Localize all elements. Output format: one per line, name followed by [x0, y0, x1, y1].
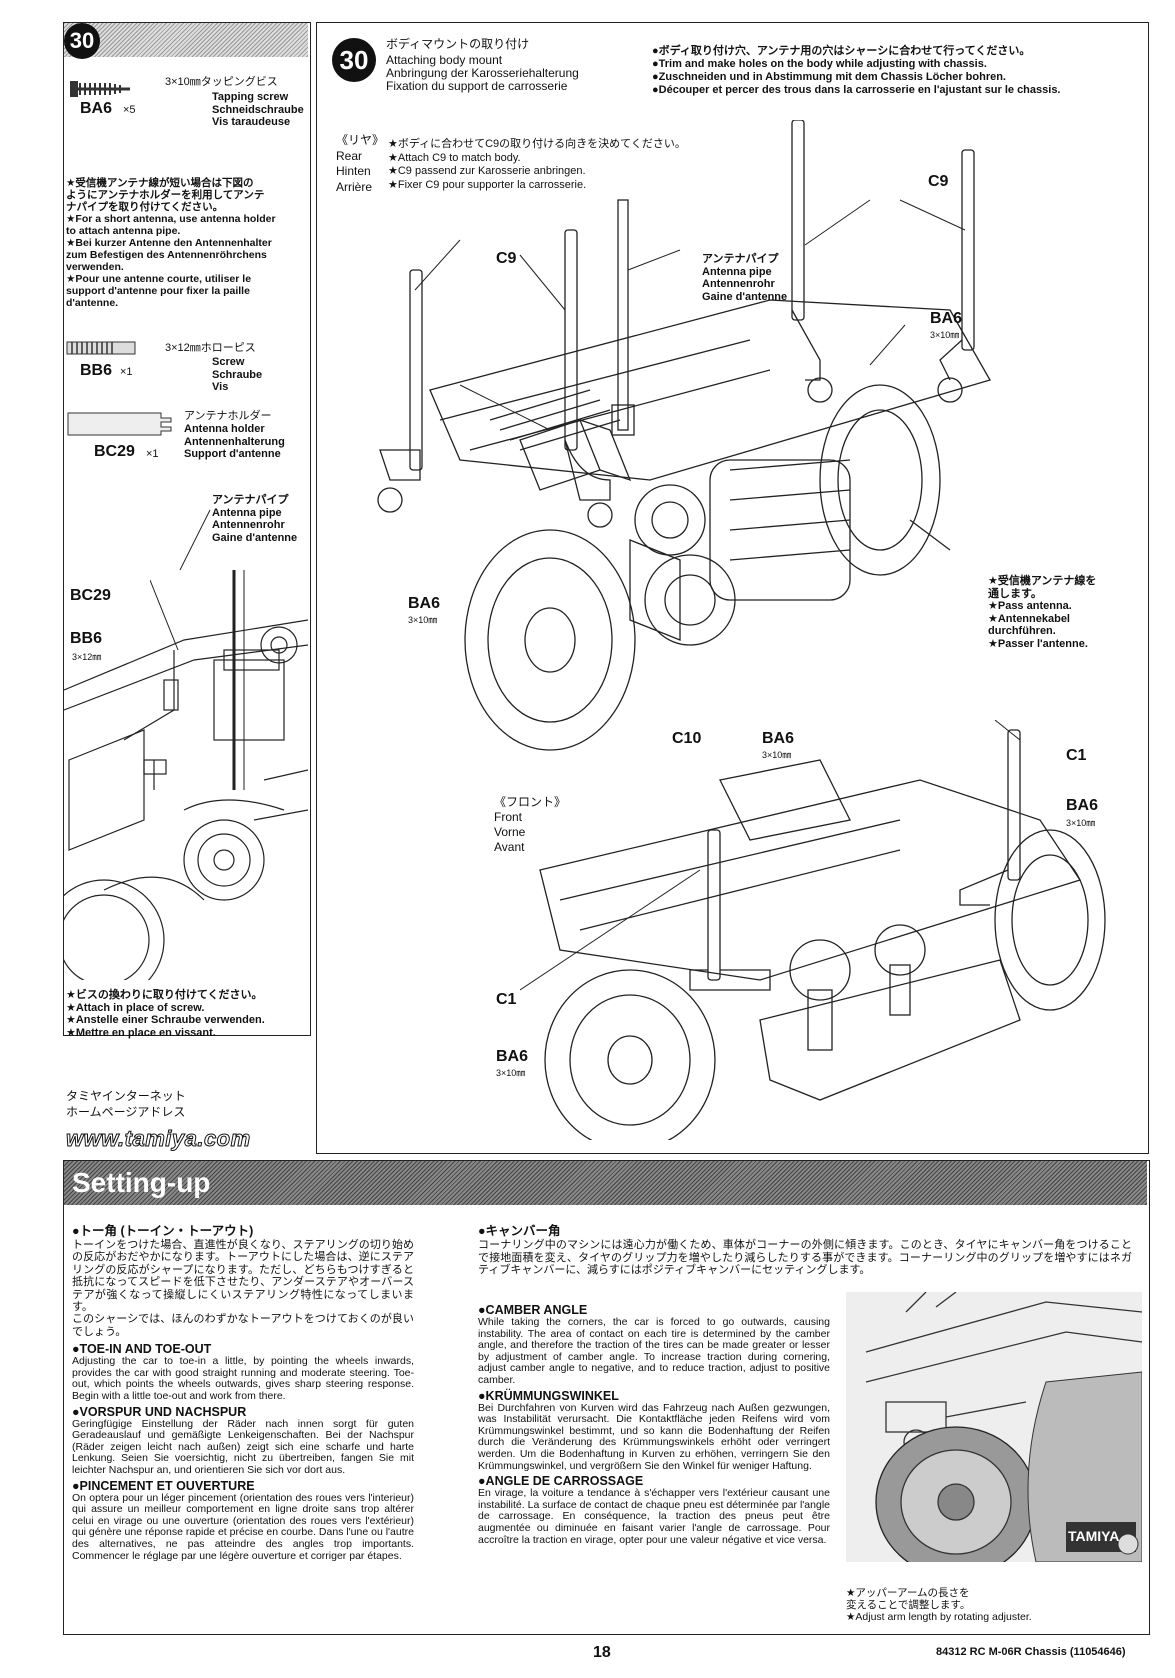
ba6-size-bottom: 3×10㎜ [762, 750, 792, 760]
toe-fr-text: On optera pour un léger pincement (orien… [72, 1491, 414, 1562]
left-step-number-badge: 30 [64, 23, 100, 59]
camber-en-text: While taking the corners, the car is for… [478, 1316, 830, 1386]
ba6-label-left: BA6 [408, 595, 441, 612]
rear-chassis-illustration [377, 120, 991, 751]
attach-screw-note: ★ビスの換わりに取り付けてください。 ★Attach in place of s… [66, 989, 265, 1039]
body-trim-note: ●ボディ取り付け穴、アンテナ用の穴はシャーシに合わせて行ってください。 ●Tri… [652, 45, 1061, 96]
toe-de-text: Geringfügige Einstellung der Räder nach … [72, 1417, 414, 1476]
front-chassis-illustration [520, 720, 1106, 1140]
camber-jp-heading: ●キャンバー角 [478, 1224, 561, 1238]
camber-fr-text: En virage, la voiture a tendance à s'éch… [478, 1487, 830, 1546]
camber-de-heading: ●KRÜMMUNGSWINKEL [478, 1388, 619, 1403]
bb6-part-code: BB6 [80, 362, 113, 379]
c9-right-label: C9 [928, 173, 949, 190]
ba6-size-jp: 3×10㎜タッピングビス [165, 76, 278, 88]
c1-label-right: C1 [1066, 747, 1087, 764]
left-chassis-illustration [64, 570, 308, 980]
tapping-screw-icon [70, 81, 130, 97]
antenna-pipe-label-left: アンテナパイプ Antenna pipe Antennenrohr Gaine … [212, 494, 298, 544]
toe-fr-heading: ●PINCEMENT ET OUVERTURE [72, 1478, 255, 1493]
antenna-holder-icon [67, 412, 172, 436]
bb6-diagram-label: BB6 [70, 630, 103, 647]
toe-jp-heading: ●トー角 (トーイン・トーアウト) [72, 1224, 254, 1238]
ba6-label-front-right: BA6 [1066, 797, 1099, 814]
camber-fr-heading: ●ANGLE DE CARROSSAGE [478, 1474, 644, 1489]
bc29-part-code: BC29 [94, 443, 135, 460]
toe-de-heading: ●VORSPUR UND NACHSPUR [72, 1404, 247, 1419]
rear-label: 《リヤ》 Rear Hinten Arrière [336, 133, 385, 194]
step-number: 30 [69, 28, 95, 53]
ba6-label-front-left: BA6 [496, 1048, 529, 1065]
ba6-part-code: BA6 [80, 100, 113, 117]
bc29-part-qty: ×1 [146, 448, 159, 460]
page-number: 18 [593, 1644, 611, 1661]
setting-up-title: Setting-up [72, 1167, 211, 1198]
bb6-diagram-size: 3×12㎜ [72, 652, 102, 662]
ba6-label-bottom: BA6 [762, 730, 795, 747]
model-code: 84312 RC M-06R Chassis (11054646) [936, 1646, 1126, 1658]
toe-en-text: Adjusting the car to toe-in a little, by… [72, 1355, 414, 1403]
toe-jp-text: トーインをつけた場合、直進性が良くなり、ステアリングの切り始めの反応がおだやかに… [72, 1239, 414, 1338]
bc29-part-names: Antenna holder Antennenhalterung Support… [184, 423, 285, 460]
bb6-part-names: Screw Schraube Vis [212, 356, 263, 393]
ba6-size-front-left: 3×10㎜ [496, 1068, 526, 1078]
rear-c9-note: ★ボディに合わせてC9の取り付ける向きを決めてください。 ★Attach C9 … [388, 138, 686, 191]
setting-up-panel [63, 1160, 1150, 1635]
left-step-header-bar [64, 23, 308, 57]
camber-photo: TAMIYA [846, 1292, 1142, 1562]
c9-left-label: C9 [496, 250, 517, 267]
main-step-number: 30 [339, 44, 369, 75]
bc29-diagram-label: BC29 [70, 587, 111, 604]
camber-jp-text: コーナリング中のマシンには遠心力が働くため、車体がコーナーの外側に傾きます。この… [478, 1239, 1132, 1277]
bb6-part-qty: ×1 [120, 366, 133, 378]
camber-column-body: ●CAMBER ANGLE While taking the corners, … [478, 1303, 830, 1546]
photo-brand-text: TAMIYA [1068, 1528, 1120, 1544]
antenna-pipe-pointer-lines [150, 509, 211, 651]
setting-up-header [64, 1161, 1147, 1205]
antenna-pipe-label-main: アンテナパイプ Antenna pipe Antennenrohr Gaine … [702, 253, 788, 303]
hollow-screw-icon [66, 341, 136, 355]
upper-arm-note: ★アッパーアームの長さを 変えることで調整します。 ★Adjust arm le… [846, 1587, 1032, 1623]
ba6-size-top-right: 3×10㎜ [930, 330, 960, 340]
camber-en-heading: ●CAMBER ANGLE [478, 1303, 588, 1317]
ba6-size-front-right: 3×10㎜ [1066, 818, 1096, 828]
left-step-panel [63, 22, 311, 1036]
camber-column: ●キャンバー角 コーナリング中のマシンには遠心力が働くため、車体がコーナーの外側… [478, 1220, 1132, 1277]
tamiya-url[interactable]: www.tamiya.com [66, 1126, 251, 1152]
pass-antenna-note: ★受信機アンテナ線を 通します。 ★Pass antenna. ★Antenne… [988, 575, 1097, 650]
c1-label-left: C1 [496, 991, 517, 1008]
c10-label: C10 [672, 730, 702, 747]
bc29-name-jp: アンテナホルダー [184, 410, 272, 422]
short-antenna-note: ★受信機アンテナ線が短い場合は下図の ようにアンテナホルダーを利用してアンテ ナ… [66, 177, 276, 309]
camber-photo-drawing [865, 1292, 1142, 1562]
ba6-part-names: Tapping screw Schneidschraube Vis taraud… [212, 91, 304, 128]
ba6-part-qty: ×5 [123, 104, 136, 116]
front-label: 《フロント》 Front Vorne Avant [494, 795, 567, 854]
toe-en-heading: ●TOE-IN AND TOE-OUT [72, 1342, 212, 1357]
main-step-title-jp: ボディマウントの取り付け [386, 37, 530, 51]
main-step-number-badge: 30 [332, 38, 376, 82]
internet-label-jp: タミヤインターネット ホームページアドレス [66, 1089, 186, 1119]
bb6-size-jp: 3×12㎜ホローピス [165, 342, 256, 354]
ba6-label-top-right: BA6 [930, 310, 963, 327]
main-step-panel [316, 22, 1149, 1154]
ba6-size-left: 3×10㎜ [408, 615, 438, 625]
toe-column: ●トー角 (トーイン・トーアウト) トーインをつけた場合、直進性が良くなり、ステ… [72, 1220, 414, 1562]
main-step-titles: Attaching body mount Anbringung der Karo… [386, 53, 579, 93]
camber-de-text: Bei Durchfahren von Kurven wird das Fahr… [478, 1401, 830, 1472]
